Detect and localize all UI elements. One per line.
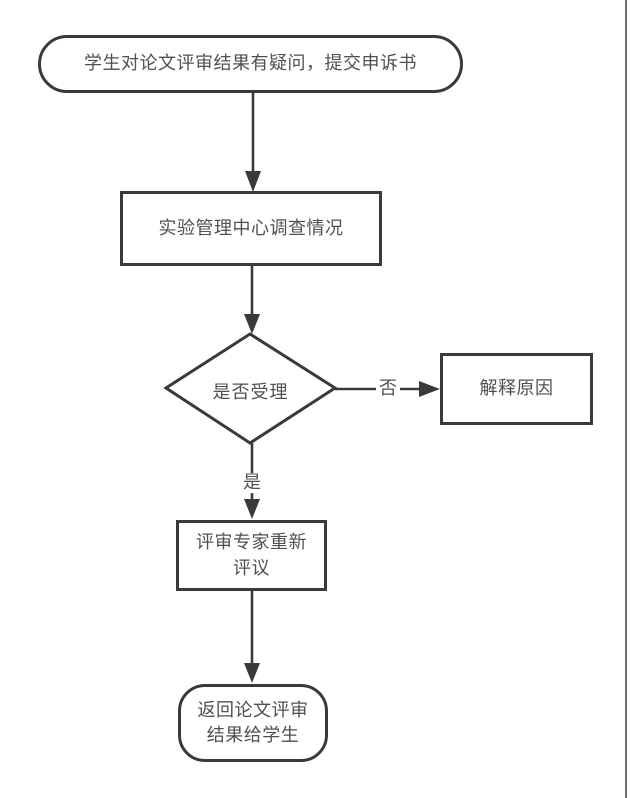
- node-explain-process: 解释原因: [440, 353, 593, 425]
- node-rereview-process: 评审专家重新 评议: [176, 520, 327, 591]
- edge-label-no: 否: [376, 378, 400, 399]
- edge-label-yes: 是: [240, 472, 264, 493]
- decision-diamond-shape: [163, 332, 338, 445]
- arrow-start-to-investigate: [245, 93, 261, 192]
- node-investigate-process: 实验管理中心调查情况: [120, 191, 382, 266]
- page-edge-line: [625, 0, 627, 798]
- node-decision-label: 是否受理: [212, 382, 289, 402]
- arrow-rereview-to-return: [244, 589, 260, 683]
- arrow-investigate-to-decision: [244, 264, 260, 334]
- node-start-terminator: 学生对论文评审结果有疑问，提交申诉书: [38, 35, 463, 93]
- node-return-terminator: 返回论文评审 结果给学生: [178, 684, 328, 762]
